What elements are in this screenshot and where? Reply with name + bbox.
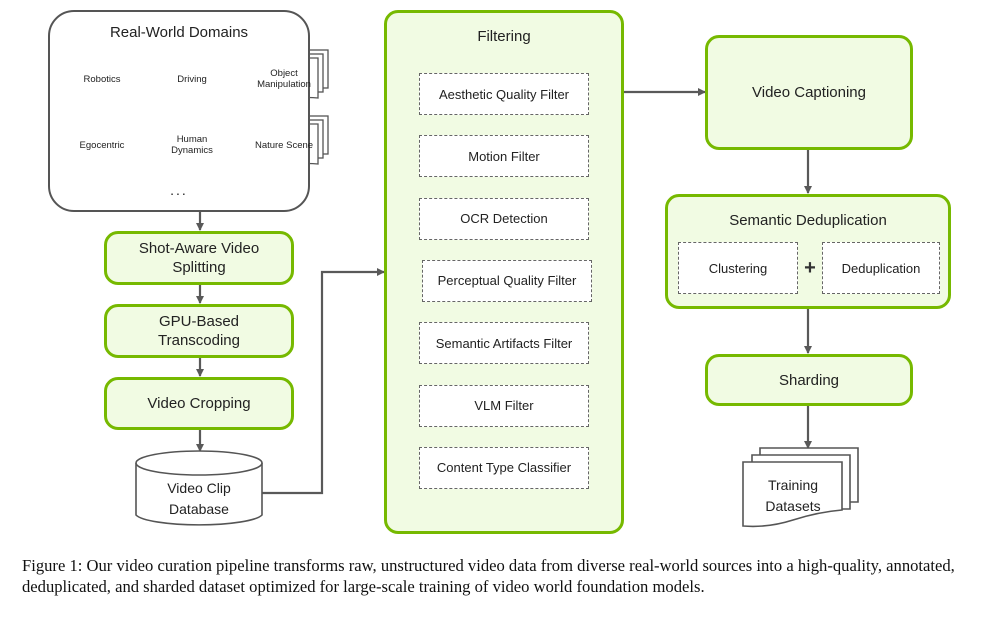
step-label: Sharding — [778, 371, 840, 389]
filter-label: OCR Detection — [460, 211, 548, 227]
database-label: Video Clip Database — [167, 480, 231, 517]
dedup-title: Semantic Deduplication — [729, 212, 887, 229]
domains-ellipsis: ... — [170, 182, 188, 198]
step-video-captioning: Video Captioning — [705, 35, 913, 150]
filter-label: Perceptual Quality Filter — [437, 273, 577, 289]
arrow-database-to-filtering — [262, 268, 385, 495]
step-label: Shot-Aware Video Splitting — [138, 240, 260, 276]
domains-title: Real-World Domains — [109, 24, 249, 41]
domain-label: Nature Scene — [254, 139, 314, 151]
step-label: GPU-Based Transcoding — [158, 313, 240, 349]
step-gpu-transcoding: GPU-Based Transcoding — [104, 304, 294, 358]
database-cylinder-icon — [135, 450, 263, 526]
filter-item: Content Type Classifier — [419, 446, 589, 489]
filter-item: Semantic Artifacts Filter — [419, 322, 589, 365]
step-shot-aware-splitting: Shot-Aware Video Splitting — [104, 231, 294, 285]
filter-item: VLM Filter — [419, 384, 589, 427]
domain-label: Egocentric — [79, 139, 125, 151]
filter-label: Motion Filter — [468, 148, 540, 164]
training-datasets-label: Training Datasets — [765, 477, 821, 514]
filter-label: Content Type Classifier — [436, 460, 572, 476]
domain-label: Robotics — [83, 73, 121, 85]
step-video-cropping: Video Cropping — [104, 377, 294, 430]
deduplication-step: Deduplication — [822, 242, 940, 294]
figure-caption: Figure 1: Our video curation pipeline tr… — [22, 556, 955, 596]
training-datasets-stack-icon — [742, 447, 859, 528]
filtering-title: Filtering — [477, 28, 531, 45]
filter-item: Motion Filter — [419, 135, 589, 178]
real-world-domains-group: Real-World Domains ... — [48, 10, 310, 212]
filter-label: Semantic Artifacts Filter — [435, 335, 573, 351]
step-label: Video Cropping — [147, 395, 251, 412]
filter-label: Aesthetic Quality Filter — [438, 86, 570, 102]
filter-item: OCR Detection — [419, 197, 589, 240]
filter-item: Aesthetic Quality Filter — [419, 73, 589, 115]
plus-icon: + — [804, 256, 816, 279]
step-label: Video Captioning — [752, 84, 866, 101]
filter-item: Perceptual Quality Filter — [422, 259, 592, 302]
domain-label: Human Dynamics — [171, 134, 213, 156]
domain-label: Object Manipulation — [257, 68, 311, 90]
step-sharding: Sharding — [705, 354, 913, 406]
filter-label: VLM Filter — [474, 398, 534, 413]
domain-label: Driving — [177, 73, 207, 85]
clustering-step: Clustering — [678, 242, 798, 294]
pipeline-diagram: Real-World Domains ... Robotics Driving Ob… — [48, 10, 951, 534]
